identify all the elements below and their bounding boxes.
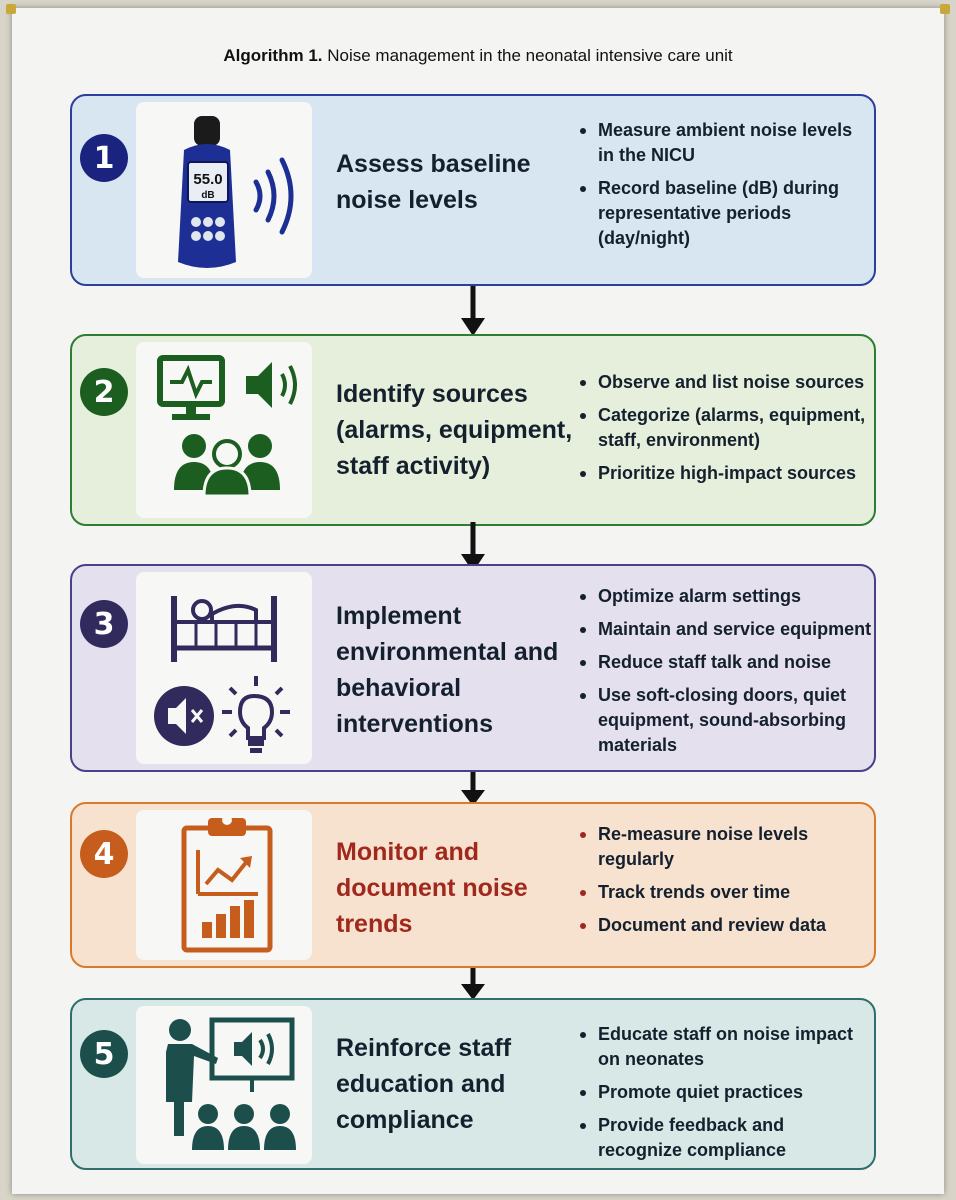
flow-arrow-down — [461, 522, 485, 572]
bullet-item: Maintain and service equipment — [578, 617, 874, 642]
corner-mark — [940, 4, 950, 14]
step-2-heading: Identify sources (alarms, equipment, sta… — [336, 380, 573, 480]
step-number-badge: 1 — [80, 134, 128, 182]
meter-reading: 55.0 — [193, 171, 222, 188]
step-3-bullets: Optimize alarm settings Maintain and ser… — [578, 584, 874, 766]
bullet-item: Provide feedback and recognize complianc… — [578, 1113, 870, 1163]
bullet-item: Use soft-closing doors, quiet equipment,… — [578, 683, 874, 758]
title-text: Noise management in the neonatal intensi… — [327, 46, 733, 65]
step-1-bullets: Measure ambient noise levels in the NICU… — [578, 118, 870, 259]
bullet-item: Reduce staff talk and noise — [578, 650, 874, 675]
step-3-card: 3 — [70, 564, 876, 772]
step-3-heading: Implement environmental and behavioral i… — [336, 602, 559, 738]
title-label: Algorithm 1. — [223, 46, 323, 65]
step-1-card: 1 55.0 dB Assess baseline noise levels M… — [70, 94, 876, 286]
bullet-item: Document and review data — [578, 913, 870, 938]
step-number-badge: 2 — [80, 368, 128, 416]
step-2-card: 2 Identify sources (alarms, equipment, s… — [70, 334, 876, 526]
flow-arrow-down — [461, 286, 485, 336]
bullet-item: Record baseline (dB) during representati… — [578, 176, 870, 251]
step-4-card: 4 Monitor and document noise trends Re-m… — [70, 802, 876, 968]
crib-mute-lightbulb-icon — [136, 572, 312, 764]
bullet-item: Prioritize high-impact sources — [578, 461, 870, 486]
sound-level-meter-icon: 55.0 dB — [136, 102, 312, 278]
step-number-badge: 4 — [80, 830, 128, 878]
bullet-item: Categorize (alarms, equipment, staff, en… — [578, 403, 870, 453]
step-4-bullets: Re-measure noise levels regularly Track … — [578, 822, 870, 946]
flow-arrow-down — [461, 772, 485, 806]
bullet-item: Optimize alarm settings — [578, 584, 874, 609]
bullet-item: Measure ambient noise levels in the NICU — [578, 118, 870, 168]
bullet-item: Re-measure noise levels regularly — [578, 822, 870, 872]
step-5-bullets: Educate staff on noise impact on neonate… — [578, 1022, 870, 1171]
step-5-heading: Reinforce staff education and compliance — [336, 1034, 512, 1134]
meter-unit: dB — [201, 190, 214, 201]
monitor-speaker-people-icon — [136, 342, 312, 518]
step-number-badge: 3 — [80, 600, 128, 648]
bullet-item: Track trends over time — [578, 880, 870, 905]
step-number-badge: 5 — [80, 1030, 128, 1078]
bullet-item: Promote quiet practices — [578, 1080, 870, 1105]
clipboard-chart-icon — [136, 810, 312, 960]
corner-mark — [6, 4, 16, 14]
bullet-item: Observe and list noise sources — [578, 370, 870, 395]
step-2-bullets: Observe and list noise sources Categoriz… — [578, 370, 870, 494]
page-title: Algorithm 1. Noise management in the neo… — [12, 46, 944, 66]
page: Algorithm 1. Noise management in the neo… — [6, 4, 950, 1194]
bullet-item: Educate staff on noise impact on neonate… — [578, 1022, 870, 1072]
presenter-audience-icon — [136, 1006, 312, 1164]
flow-arrow-down — [461, 968, 485, 1000]
step-1-heading: Assess baseline noise levels — [336, 150, 531, 214]
step-4-heading: Monitor and document noise trends — [336, 838, 528, 938]
step-5-card: 5 Reinforce staff education and complian… — [70, 998, 876, 1170]
